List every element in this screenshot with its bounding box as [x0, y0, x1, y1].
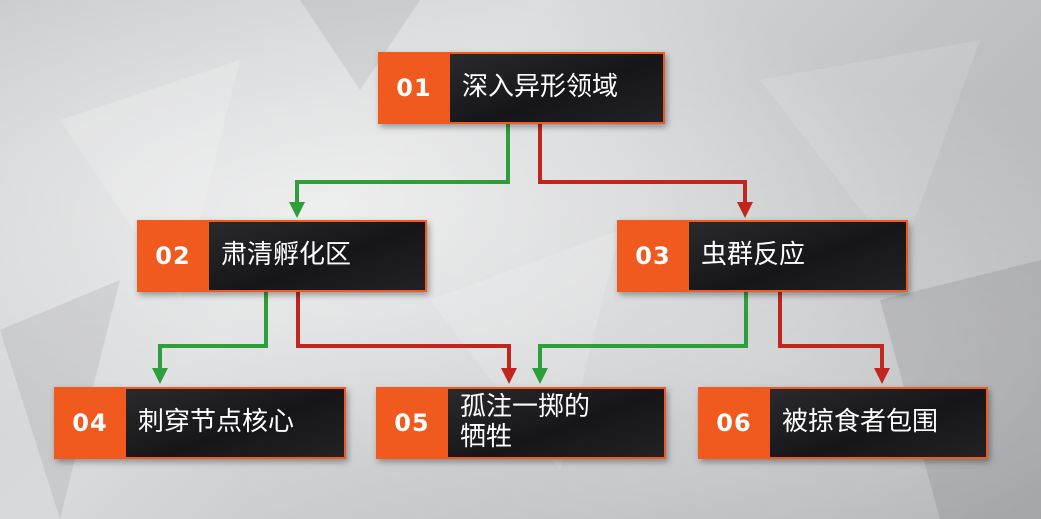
edge-03-05 [532, 292, 748, 384]
node-02: 02 肃清孵化区 [137, 220, 427, 292]
node-label: 深入异形领域 [450, 52, 665, 124]
node-label: 被掠食者包围 [770, 387, 988, 459]
node-label: 孤注一掷的 牺牲 [448, 387, 666, 459]
edge-01-02 [289, 124, 510, 218]
node-01: 01 深入异形领域 [378, 52, 665, 124]
edge-02-04 [152, 292, 268, 384]
node-label: 虫群反应 [689, 220, 908, 292]
node-number: 02 [137, 220, 209, 292]
node-number: 06 [698, 387, 770, 459]
node-06: 06 被掠食者包围 [698, 387, 988, 459]
node-label: 肃清孵化区 [209, 220, 427, 292]
edge-03-06 [778, 292, 890, 384]
node-label: 刺穿节点核心 [126, 387, 346, 459]
node-03: 03 虫群反应 [617, 220, 908, 292]
node-number: 05 [376, 387, 448, 459]
node-number: 03 [617, 220, 689, 292]
edge-02-05 [296, 292, 517, 384]
node-05: 05 孤注一掷的 牺牲 [376, 387, 666, 459]
edge-01-03 [538, 124, 753, 218]
node-number: 01 [378, 52, 450, 124]
node-number: 04 [54, 387, 126, 459]
node-04: 04 刺穿节点核心 [54, 387, 346, 459]
